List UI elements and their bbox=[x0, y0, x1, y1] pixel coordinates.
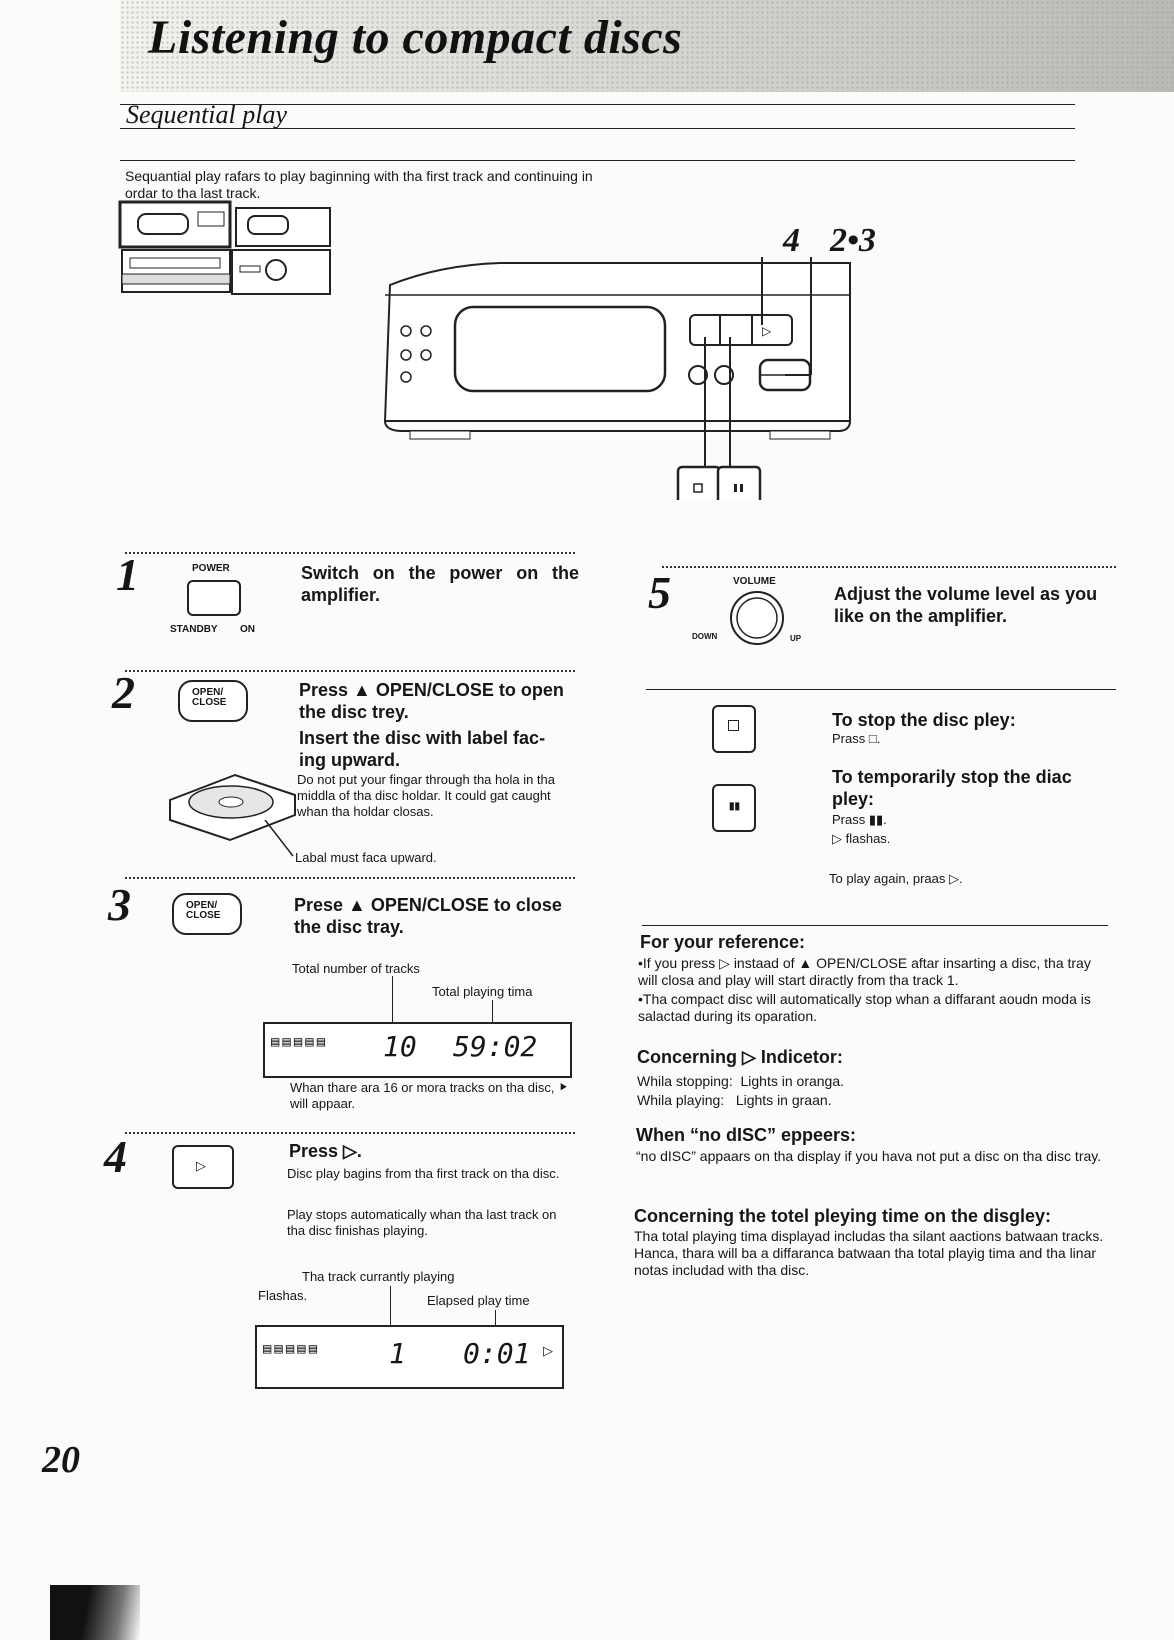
lcd-calendar-grid-2: ▤▤▤▤▤ bbox=[263, 1341, 321, 1357]
system-illustration bbox=[118, 200, 331, 295]
pause-icon: ▮▮ bbox=[729, 801, 741, 812]
pointer-current bbox=[390, 1286, 391, 1328]
lcd-total-time: 59:02 bbox=[453, 1030, 538, 1063]
stop-heading: To stop the disc pley: bbox=[832, 710, 1016, 730]
reference-bullet-2: •Tha compact disc will automatically sto… bbox=[638, 991, 1091, 1024]
pointer-time bbox=[492, 1000, 493, 1024]
step-4-number: 4 bbox=[104, 1131, 127, 1182]
separator-right-top bbox=[662, 566, 1116, 568]
lcd-elapsed-time: 0:01 bbox=[463, 1337, 531, 1370]
callout-2-3: 2•3 bbox=[830, 222, 876, 259]
open-close-button-2: OPEN/ CLOSE bbox=[178, 680, 248, 722]
step-3-note: Whan thare ara 16 or mora tracks on tha … bbox=[290, 1080, 569, 1111]
play-again-note: To play again, praas ▷. bbox=[829, 871, 963, 886]
open-close-button-3: OPEN/ CLOSE bbox=[172, 893, 242, 935]
lcd-track-count: 10 bbox=[383, 1030, 417, 1063]
rule-under-section bbox=[120, 128, 1075, 129]
intro-text: Sequantial play rafars to play baginning… bbox=[125, 168, 593, 201]
step-4-heading: Press ▷. bbox=[289, 1141, 362, 1161]
total-time-label: Total playing tima bbox=[432, 984, 533, 999]
step-4-body-2: Play stops automatically whan tha last t… bbox=[287, 1207, 557, 1238]
standby-label: STANDBY bbox=[170, 624, 218, 635]
total-time-title: Concerning the totel pleying time on the… bbox=[634, 1206, 1052, 1226]
separator-1 bbox=[125, 552, 575, 554]
step-2-note: Do not put your fingar through tha hola … bbox=[297, 772, 556, 819]
open-close-label-2: OPEN/ CLOSE bbox=[192, 687, 227, 708]
title-band bbox=[120, 0, 1174, 92]
rule-stop bbox=[646, 689, 1116, 690]
volume-down-label: DOWN bbox=[692, 632, 718, 641]
separator-4 bbox=[125, 1132, 575, 1134]
page-title: Listening to compact discs bbox=[148, 11, 683, 64]
separator-3 bbox=[125, 877, 575, 879]
step-1-heading: Switch on the power on the amplifier. bbox=[301, 563, 579, 605]
pointer-elapsed bbox=[495, 1310, 496, 1328]
lcd-play-indicator-icon: ▷ bbox=[543, 1343, 553, 1358]
reference-title: For your reference: bbox=[640, 932, 806, 952]
stop-button bbox=[712, 705, 756, 753]
step-2-number: 2 bbox=[112, 667, 135, 718]
no-disc-title: When “no dISC” eppeers: bbox=[636, 1125, 857, 1145]
stop-body: Prass □. bbox=[832, 731, 881, 746]
open-close-label-3: OPEN/ CLOSE bbox=[186, 900, 221, 921]
power-label: POWER bbox=[192, 563, 230, 574]
step-2-heading-2: Insert the disc with label fac- ing upwa… bbox=[299, 728, 546, 770]
play-button: ▷ bbox=[172, 1145, 234, 1189]
total-time-text: Tha total playing tima displayad includa… bbox=[634, 1228, 1104, 1278]
no-disc-text: “no dISC” appaars on tha display if you … bbox=[636, 1148, 1102, 1164]
indicator-stopping: Whila stopping: Lights in oranga. bbox=[637, 1073, 845, 1089]
rule-intro bbox=[120, 160, 1075, 161]
rule-reference bbox=[642, 925, 1108, 926]
pause-button: ▮▮ bbox=[712, 784, 756, 832]
total-tracks-label: Total number of tracks bbox=[292, 961, 420, 976]
rule-top bbox=[120, 104, 1075, 105]
play-icon: ▷ bbox=[196, 1158, 206, 1173]
svg-text:▷: ▷ bbox=[762, 324, 772, 338]
step-5-number: 5 bbox=[648, 567, 671, 618]
elapsed-label: Elapsed play time bbox=[427, 1293, 530, 1308]
corner-scan-mark bbox=[50, 1585, 140, 1640]
separator-2 bbox=[125, 670, 575, 672]
step-3-heading: Prese ▲ OPEN/CLOSE to close the disc tra… bbox=[294, 895, 562, 937]
lcd-current-track: 1 bbox=[389, 1337, 406, 1370]
cd-player-illustration: ▷ bbox=[383, 257, 851, 500]
lcd-display-total: ▤▤▤▤▤ 10 59:02 bbox=[263, 1022, 572, 1078]
indicator-playing: Whila playing: Lights in graan. bbox=[637, 1092, 832, 1108]
reference-bullet-1: •If you press ▷ instaad of ▲ OPEN/CLOSE … bbox=[638, 955, 1091, 988]
disc-tray-illustration bbox=[169, 773, 296, 857]
step-4-body-1: Disc play bagins from tha first track on… bbox=[287, 1166, 560, 1181]
volume-knob-illustration bbox=[730, 591, 784, 645]
on-label: ON bbox=[240, 624, 255, 635]
step-2-heading: Press ▲ OPEN/CLOSE to open the disc trey… bbox=[299, 680, 564, 722]
lcd-calendar-grid: ▤▤▤▤▤ bbox=[271, 1034, 329, 1050]
pause-body-2: ▷ flashas. bbox=[832, 831, 891, 846]
step-1-number: 1 bbox=[116, 549, 139, 600]
step-3-number: 3 bbox=[108, 879, 131, 930]
step-5-heading: Adjust the volume level as you like on t… bbox=[834, 584, 1098, 626]
volume-up-label: UP bbox=[790, 634, 802, 643]
flashes-label: Flashas. bbox=[258, 1288, 308, 1303]
callout-4: 4 bbox=[783, 222, 800, 259]
stop-icon bbox=[728, 720, 739, 731]
pointer-tracks bbox=[392, 976, 393, 1024]
current-track-label: Tha track currantly playing bbox=[302, 1269, 455, 1284]
pause-body-1: Prass ▮▮. bbox=[832, 812, 887, 827]
lcd-display-playing: ▤▤▤▤▤ 1 0:01 ▷ bbox=[255, 1325, 564, 1389]
page-number: 20 bbox=[42, 1439, 80, 1481]
label-face-note: Labal must faca upward. bbox=[295, 850, 437, 865]
pause-heading: To temporarily stop the diac pley: bbox=[832, 767, 1072, 809]
power-button bbox=[187, 580, 241, 616]
indicator-title: Concerning ▷ Indicetor: bbox=[637, 1047, 843, 1067]
volume-label: VOLUME bbox=[733, 576, 776, 587]
